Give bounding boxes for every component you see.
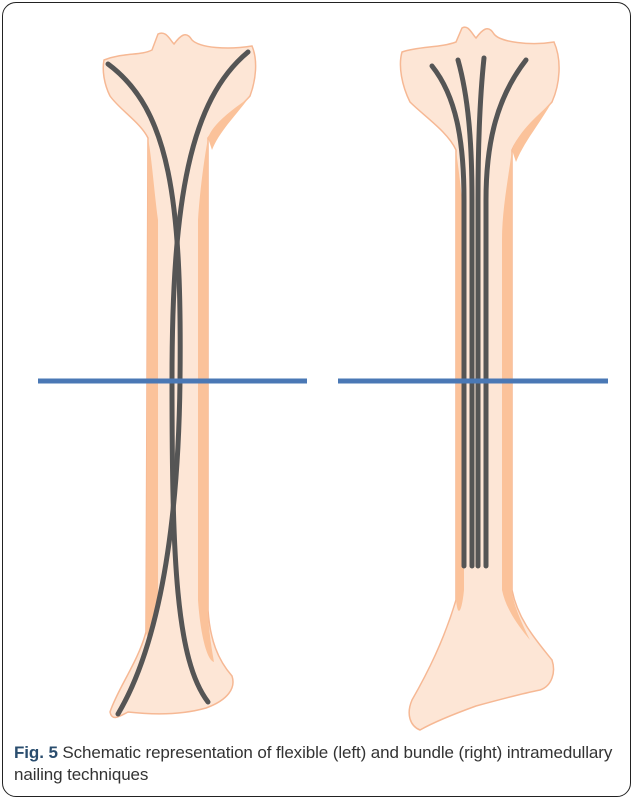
left-bone-flexible (103, 33, 255, 717)
left-cortex-right (198, 138, 214, 662)
right-cortex-right (502, 150, 530, 640)
caption-text: Schematic representation of flexible (le… (14, 743, 612, 784)
figure-caption: Fig. 5 Schematic representation of flexi… (14, 742, 620, 786)
figure-label: Fig. 5 (14, 743, 58, 762)
left-cortex-left (146, 138, 158, 639)
